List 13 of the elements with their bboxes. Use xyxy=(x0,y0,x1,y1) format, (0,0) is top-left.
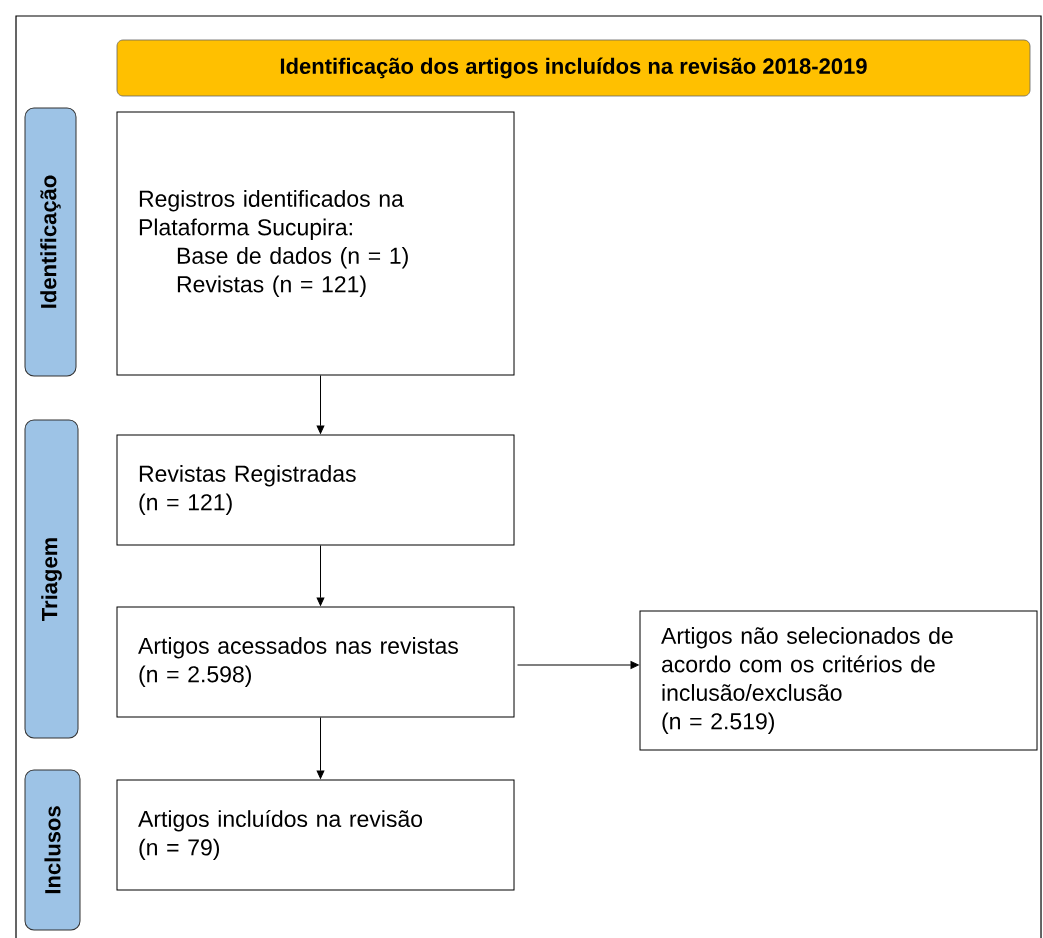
process-box: Registros identificados na Plataforma Sucupira: Base de dados (n = 1) Revistas (n = 121) xyxy=(116,111,515,376)
process-box: Artigos acessados nas revistas (n = 2.598) xyxy=(116,606,515,718)
arrow xyxy=(316,717,325,779)
arrow xyxy=(517,661,639,669)
arrow xyxy=(316,375,325,434)
stage-label: Inclusos xyxy=(24,769,81,931)
process-box: Revistas Registradas (n = 121) xyxy=(116,434,515,546)
process-box: Artigos incluídos na revisão (n = 79) xyxy=(116,779,515,891)
title-banner: Identificação dos artigos incluídos na revisão 2018-2019 xyxy=(116,39,1031,97)
process-box: Artigos não selecionados de acordo com os critérios de inclusão/exclusão (n = 2.519) xyxy=(639,610,1038,751)
arrow xyxy=(316,545,325,606)
stage-label: Triagem xyxy=(24,419,79,739)
stage-label: Identificação xyxy=(24,107,77,377)
